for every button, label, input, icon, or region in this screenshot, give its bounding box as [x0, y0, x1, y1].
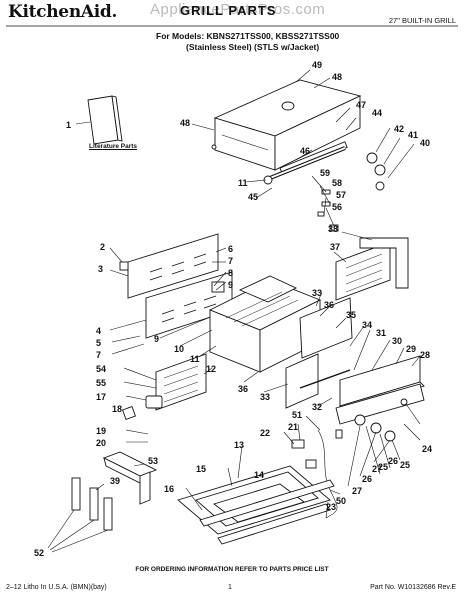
part-callout: 51 — [292, 410, 302, 420]
part-callout: 52 — [34, 548, 44, 558]
part-callout: 36 — [238, 384, 248, 394]
part-callout: 7 — [96, 350, 101, 360]
part-callout: 14 — [254, 470, 264, 480]
part-callout: 55 — [96, 378, 106, 388]
drip-tray — [177, 465, 335, 545]
part-callout: 20 — [96, 438, 106, 448]
part-callout: 39 — [110, 476, 120, 486]
part-callout: 12 — [206, 364, 216, 374]
frame-rails — [285, 297, 353, 409]
part-callout: 32 — [312, 402, 322, 412]
footer-order-note: FOR ORDERING INFORMATION REFER TO PARTS … — [135, 566, 329, 573]
part-callout: 24 — [422, 444, 432, 454]
brand-logo: KitchenAid. — [8, 2, 118, 22]
part-callout: 33 — [260, 392, 270, 402]
part-callout: 9 — [154, 334, 159, 344]
part-callout: 41 — [408, 130, 418, 140]
part-callout: 46 — [300, 146, 310, 156]
part-callout: 47 — [356, 100, 366, 110]
part-callout: 11 — [238, 178, 248, 188]
grill-type: 27" BUILT-IN GRILL — [388, 16, 456, 25]
part-callout: 58 — [332, 178, 342, 188]
part-callout: 53 — [148, 456, 158, 466]
part-callout: 7 — [228, 256, 233, 266]
part-callout: 15 — [196, 464, 206, 474]
rear-panels — [119, 233, 233, 339]
footer-litho: 2–12 Litho In U.S.A. (BMN)(bay) — [6, 584, 107, 591]
part-callout: 40 — [420, 138, 430, 148]
side-panels-right — [335, 237, 409, 301]
part-callout: 19 — [96, 426, 106, 436]
part-callout: 8 — [228, 268, 233, 278]
part-callout: 17 — [96, 392, 106, 402]
part-callout: 36 — [324, 300, 334, 310]
part-callout: 13 — [234, 440, 244, 450]
part-callout: 30 — [392, 336, 402, 346]
part-callout: 2 — [100, 242, 105, 252]
part-callout: 22 — [260, 428, 270, 438]
part-callout: 48 — [332, 72, 342, 82]
part-callout: 25 — [378, 462, 388, 472]
part-callout: 26 — [362, 474, 372, 484]
literature-caption: Literature Parts — [89, 143, 138, 150]
control-panel — [335, 355, 425, 442]
part-callout: 59 — [320, 168, 330, 178]
part-callout: 27 — [372, 464, 382, 474]
part-callout: 25 — [400, 460, 410, 470]
model-list: For Models: KBNS271TSS00, KBSS271TSS00 — [156, 31, 340, 41]
firebox — [208, 275, 322, 373]
part-callout: 10 — [174, 344, 184, 354]
footer-part-number: Part No. W10132686 Rev.E — [370, 584, 456, 591]
part-callout: 27 — [352, 486, 362, 496]
part-callout: 9 — [228, 280, 233, 290]
part-callout: 29 — [406, 344, 416, 354]
part-callout: 37 — [330, 242, 340, 252]
hood-handle — [263, 146, 386, 191]
footer-page-number: 1 — [228, 584, 232, 591]
part-callout: 4 — [96, 326, 101, 336]
part-callout: 42 — [394, 124, 404, 134]
part-callout: 50 — [336, 496, 346, 506]
part-callout: 45 — [248, 192, 258, 202]
part-callout: 44 — [372, 108, 382, 118]
hood-lid — [213, 79, 362, 175]
finish-list: (Stainless Steel) (STLS w/Jacket) — [186, 42, 320, 52]
front-panel-left — [122, 353, 207, 420]
part-callout: 11 — [190, 354, 200, 364]
base-frame — [71, 451, 158, 531]
watermark: AppliancePartsPros.com — [150, 1, 326, 18]
part-callout: 16 — [164, 484, 174, 494]
part-callout: 57 — [336, 190, 346, 200]
leader-lines — [47, 69, 421, 553]
part-callout: 34 — [362, 320, 372, 330]
part-callout: 5 — [96, 338, 101, 348]
part-callout: 35 — [346, 310, 356, 320]
part-callout: 21 — [288, 422, 298, 432]
part-callout: 6 — [228, 244, 233, 254]
part-callout: 33 — [312, 288, 322, 298]
part-callout: 23 — [326, 502, 336, 512]
part-callout: 48 — [180, 118, 190, 128]
page-title: GRILL PARTS — [180, 3, 277, 18]
part-callout: 3 — [98, 264, 103, 274]
part-callout: 18 — [112, 404, 122, 414]
part-callout: 49 — [312, 60, 322, 70]
part-callout: 28 — [420, 350, 430, 360]
part-callout: 31 — [376, 328, 386, 338]
part-callout: 38 — [328, 224, 338, 234]
part-callout: 56 — [332, 202, 342, 212]
part-callout: 1 — [66, 120, 71, 130]
literature-booklet — [87, 95, 123, 145]
part-callout: 26 — [388, 456, 398, 466]
igniter-wiring — [291, 429, 338, 519]
part-callout: 54 — [96, 364, 106, 374]
